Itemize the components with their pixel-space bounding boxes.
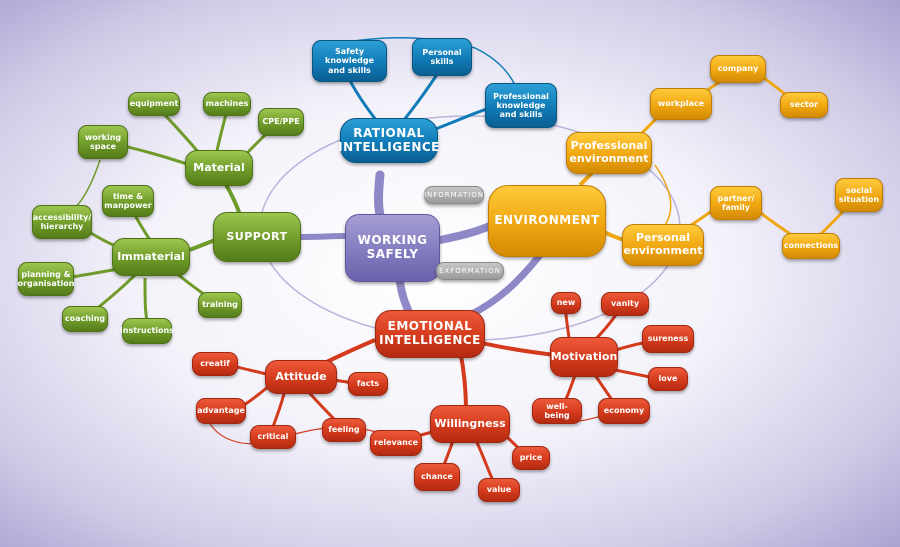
information-flow-label: INFORMATION	[424, 186, 484, 204]
planning-organisation[interactable]: planning & organisation	[18, 262, 74, 296]
feeling[interactable]: feeling	[322, 418, 366, 442]
machines[interactable]: machines	[203, 92, 251, 116]
social-situation[interactable]: social situation	[835, 178, 883, 212]
connections[interactable]: connections	[782, 233, 840, 259]
equipment[interactable]: equipment	[128, 92, 180, 116]
creatif[interactable]: creatif	[192, 352, 238, 376]
motivation[interactable]: Motivation	[550, 337, 618, 377]
professional-knowledge-skills[interactable]: Professional knowledge and skills	[485, 83, 557, 128]
professional-environment[interactable]: Professional environment	[566, 132, 652, 174]
partner-family[interactable]: partner/ family	[710, 186, 762, 220]
accessibility-hierarchy[interactable]: accessibility/ hierarchy	[32, 205, 92, 239]
cpe-ppe[interactable]: CPE/PPE	[258, 108, 304, 136]
well-being[interactable]: well-being	[532, 398, 582, 424]
price[interactable]: price	[512, 446, 550, 470]
company[interactable]: company	[710, 55, 766, 83]
emotional-intelligence[interactable]: EMOTIONAL INTELLIGENCE	[375, 310, 485, 358]
exformation-flow-label: EXFORMATION	[436, 262, 504, 280]
critical[interactable]: critical	[250, 425, 296, 449]
attitude[interactable]: Attitude	[265, 360, 337, 394]
environment[interactable]: ENVIRONMENT	[488, 185, 606, 257]
economy[interactable]: economy	[598, 398, 650, 424]
value[interactable]: value	[478, 478, 520, 502]
working-space[interactable]: working space	[78, 125, 128, 159]
instructions[interactable]: instructions	[120, 318, 174, 344]
relevance[interactable]: relevance	[370, 430, 422, 456]
center-working-safely[interactable]: WORKING SAFELY	[345, 214, 440, 282]
personal-environment[interactable]: Personal environment	[622, 224, 704, 266]
immaterial[interactable]: Immaterial	[112, 238, 190, 276]
love[interactable]: love	[648, 367, 688, 391]
time-manpower[interactable]: time & manpower	[102, 185, 154, 217]
vanity[interactable]: vanity	[601, 292, 649, 316]
willingness[interactable]: Willingness	[430, 405, 510, 443]
training[interactable]: training	[198, 292, 242, 318]
facts[interactable]: facts	[348, 372, 388, 396]
new[interactable]: new	[551, 292, 581, 314]
sector[interactable]: sector	[780, 92, 828, 118]
safety-knowledge-skills[interactable]: Safety knowledge and skills	[312, 40, 387, 82]
sureness[interactable]: sureness	[642, 325, 694, 353]
material[interactable]: Material	[185, 150, 253, 186]
personal-skills[interactable]: Personal skills	[412, 38, 472, 76]
coaching[interactable]: coaching	[62, 306, 108, 332]
advantage[interactable]: advantage	[196, 398, 246, 424]
rational-intelligence[interactable]: RATIONAL INTELLIGENCE	[338, 118, 439, 163]
support[interactable]: SUPPORT	[213, 212, 301, 262]
chance[interactable]: chance	[414, 463, 460, 491]
workplace[interactable]: workplace	[650, 88, 712, 120]
